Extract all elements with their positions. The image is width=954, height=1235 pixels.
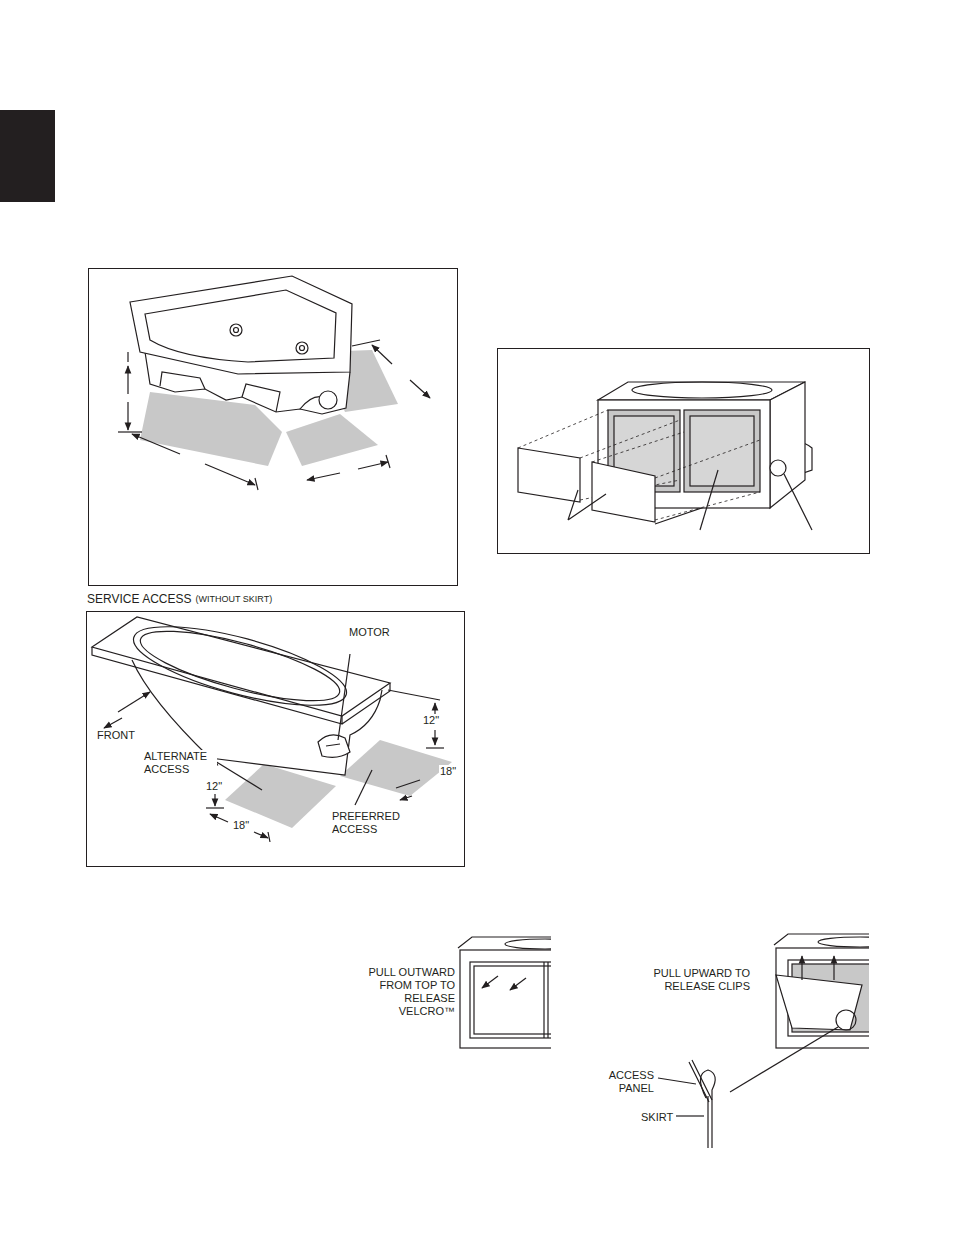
corner-tub-figure — [89, 269, 458, 586]
callout-label: SKIRT — [640, 1111, 674, 1124]
tub-figure — [92, 610, 452, 842]
skirt-figure — [498, 349, 870, 554]
callout-label: 12" — [422, 714, 440, 727]
section-tab — [0, 110, 55, 202]
callout-label: ALTERNATE ACCESS — [143, 750, 217, 776]
figure-heading: (WITHOUT SKIRT) — [195, 594, 272, 604]
callout-label: ACCESS PANEL — [601, 1069, 655, 1095]
callout-label: FRONT — [96, 729, 136, 742]
callout-label: 18" — [232, 819, 250, 832]
callout-label: PREFERRED ACCESS — [331, 810, 407, 836]
callout-label: 18" — [439, 765, 457, 778]
callout-label: 12" — [205, 780, 223, 793]
figure-heading: SERVICE ACCESS — [87, 592, 191, 606]
figure-frame: SERVICE ACCESS(WITHOUT SKIRT) — [86, 611, 465, 867]
callout-label: PULL UPWARD TO RELEASE CLIPS — [637, 967, 751, 993]
callout-label: MOTOR — [348, 626, 391, 639]
callout-label: PULL OUTWARD FROM TOP TO RELEASE VELCRO™ — [352, 966, 456, 1018]
velcro-panel-figure — [458, 937, 551, 1048]
